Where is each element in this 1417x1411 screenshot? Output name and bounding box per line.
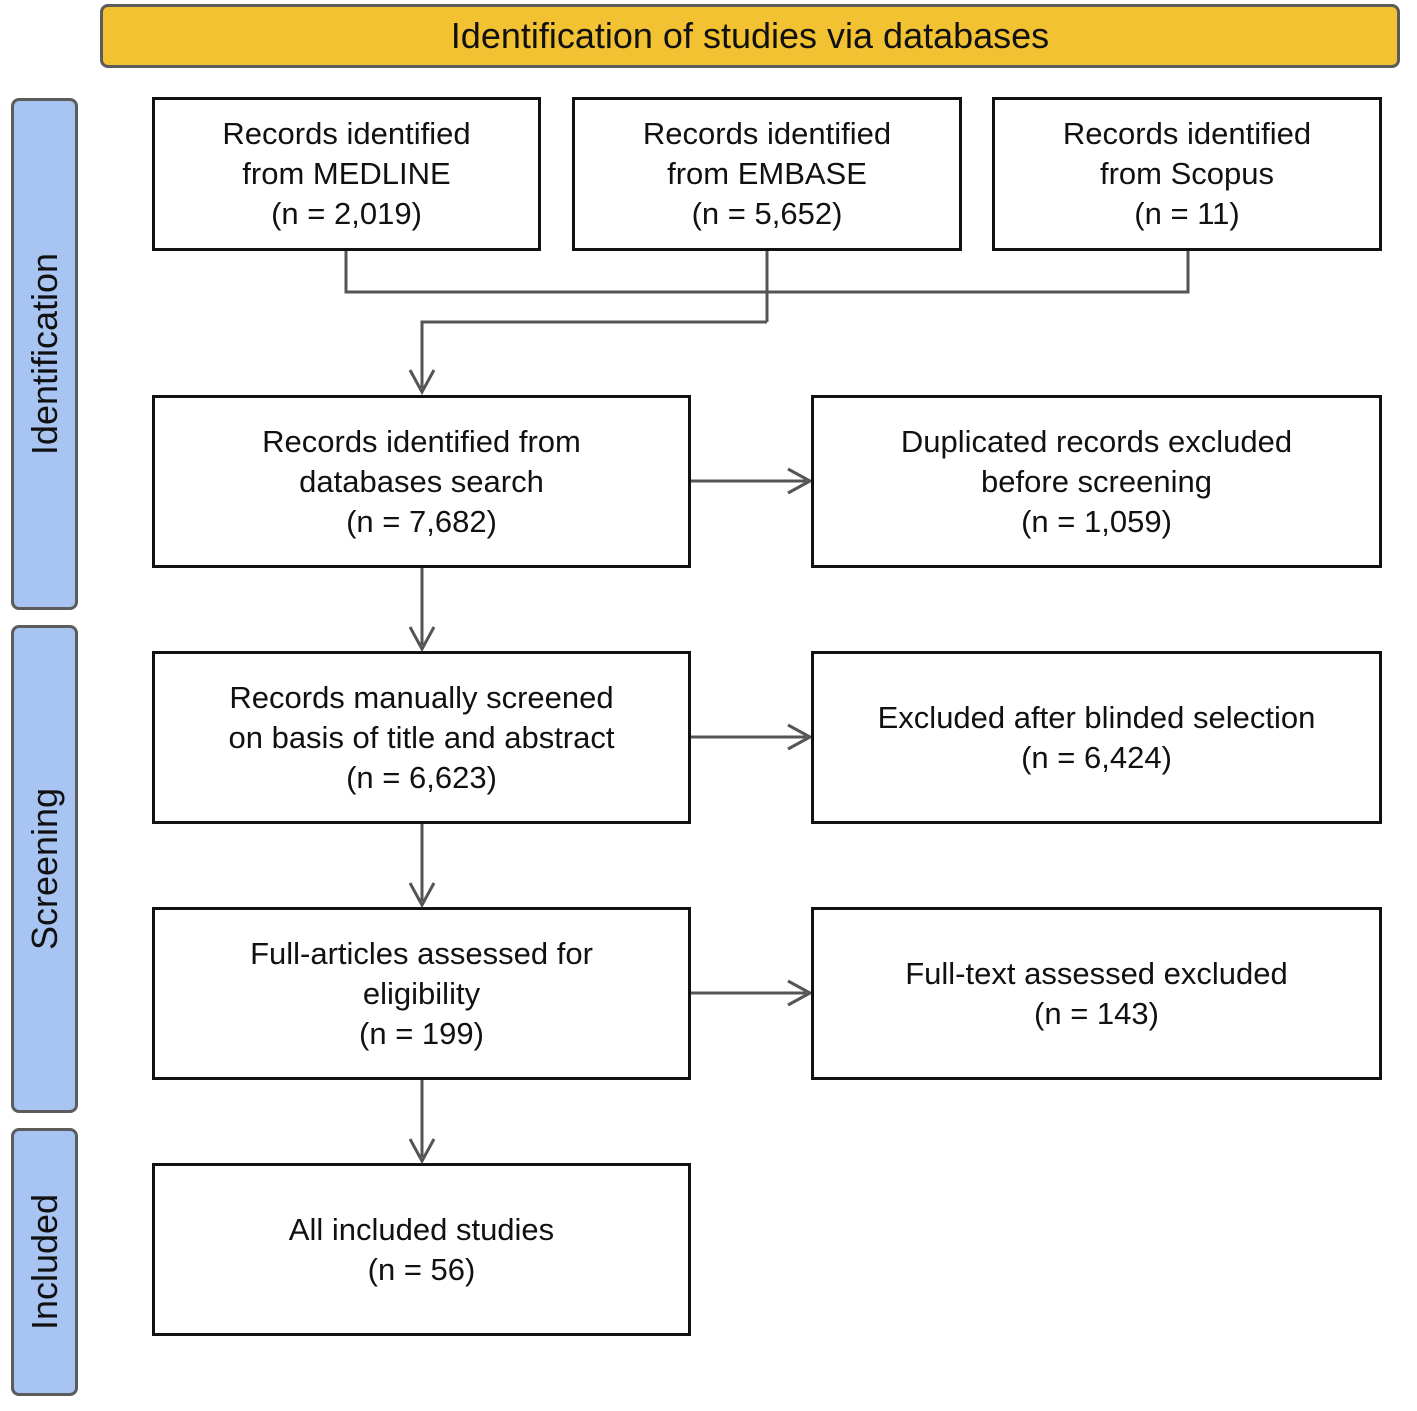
box-embase-count: (n = 5,652): [691, 196, 843, 231]
box-duplicates-line2: before screening: [981, 463, 1212, 499]
phase-screening: Screening: [11, 625, 78, 1113]
box-full-articles-count: (n = 199): [359, 1015, 484, 1051]
box-embase-line1: Records identified: [642, 116, 892, 151]
box-duplicates-line1: Duplicated records excluded: [900, 423, 1293, 459]
box-medline-count: (n = 2,019): [271, 196, 422, 231]
merge-to-search-arrow: [420, 320, 767, 388]
box-fulltext-excluded-line1: Full-text assessed excluded: [905, 955, 1288, 991]
box-included: All included studies (n = 56): [152, 1163, 691, 1336]
box-database-search: Records identified from databases search…: [152, 395, 691, 568]
box-scopus-count: (n = 11): [1134, 196, 1240, 231]
box-excluded-blinded-line1: Excluded after blinded selection: [877, 699, 1316, 735]
box-database-search-line2: databases search: [299, 463, 544, 499]
box-embase-line2: from EMBASE: [667, 156, 867, 191]
box-scopus-line1: Records identified: [1062, 116, 1312, 151]
box-full-articles-line2: eligibility: [362, 975, 481, 1011]
box-fulltext-excluded-count: (n = 143): [1034, 995, 1159, 1031]
box-screened: Records manually screened on basis of ti…: [152, 651, 691, 824]
box-excluded-blinded: Excluded after blinded selection (n = 6,…: [811, 651, 1382, 824]
header-banner: Identification of studies via databases: [100, 4, 1400, 68]
box-included-line1: All included studies: [288, 1211, 555, 1247]
phase-identification: Identification: [11, 98, 78, 610]
box-duplicates-count: (n = 1,059): [1021, 503, 1172, 539]
box-medline-line1: Records identified: [222, 116, 471, 151]
box-fulltext-excluded: Full-text assessed excluded (n = 143): [811, 907, 1382, 1080]
box-excluded-blinded-count: (n = 6,424): [1021, 739, 1172, 775]
box-screened-count: (n = 6,623): [346, 759, 497, 795]
box-full-articles-line1: Full-articles assessed for: [250, 935, 593, 971]
header-title: Identification of studies via databases: [450, 15, 1050, 56]
box-included-count: (n = 56): [367, 1251, 476, 1287]
phase-included: Included: [11, 1128, 78, 1396]
box-scopus: Records identified from Scopus (n = 11): [992, 97, 1382, 251]
box-database-search-line1: Records identified from: [262, 423, 581, 459]
box-database-search-count: (n = 7,682): [346, 503, 497, 539]
box-screened-line2: on basis of title and abstract: [228, 719, 615, 755]
box-scopus-line2: from Scopus: [1099, 156, 1274, 191]
box-duplicates: Duplicated records excluded before scree…: [811, 395, 1382, 568]
box-medline: Records identified from MEDLINE (n = 2,0…: [152, 97, 541, 251]
box-embase: Records identified from EMBASE (n = 5,65…: [572, 97, 962, 251]
box-medline-line2: from MEDLINE: [242, 156, 451, 191]
box-full-articles: Full-articles assessed for eligibility (…: [152, 907, 691, 1080]
box-screened-line1: Records manually screened: [229, 679, 614, 715]
